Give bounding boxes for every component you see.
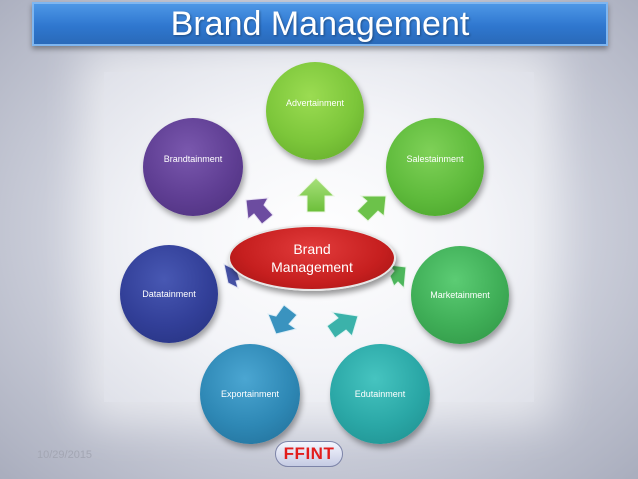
- node-advertainment: Advertainment: [266, 62, 364, 160]
- arrow-to-edutainment: [326, 311, 359, 339]
- center-label-line1: Brand: [293, 241, 331, 257]
- node-salestainment: Salestainment: [386, 118, 484, 216]
- node-datatainment: Datatainment: [120, 245, 218, 343]
- node-label: Salestainment: [406, 154, 464, 164]
- center-label-line2: Management: [271, 259, 353, 275]
- ffint-logo: FFINT: [275, 441, 343, 467]
- arrow-to-advertainment: [296, 177, 336, 213]
- node-label: Edutainment: [354, 389, 406, 399]
- node-brandtainment: Brandtainment: [143, 118, 243, 216]
- node-exportainment: Exportainment: [200, 344, 300, 444]
- arrow-to-salestainment: [356, 195, 387, 222]
- node-label: Advertainment: [285, 98, 345, 108]
- node-label: Brandtainment: [163, 154, 223, 164]
- node-marketainment: Marketainment: [411, 246, 509, 344]
- center-node-brand-management: Brand Management: [228, 225, 396, 291]
- arrow-to-brandtainment: [245, 197, 274, 225]
- node-edutainment: Edutainment: [330, 344, 430, 444]
- slide-title: Brand Management: [32, 2, 608, 46]
- node-label: Marketainment: [430, 290, 490, 300]
- logo-text: FFINT: [283, 444, 335, 463]
- arrow-to-exportainment: [267, 304, 298, 335]
- node-label: Exportainment: [220, 389, 280, 399]
- slide-date: 10/29/2015: [37, 449, 93, 461]
- node-label: Datatainment: [142, 289, 196, 299]
